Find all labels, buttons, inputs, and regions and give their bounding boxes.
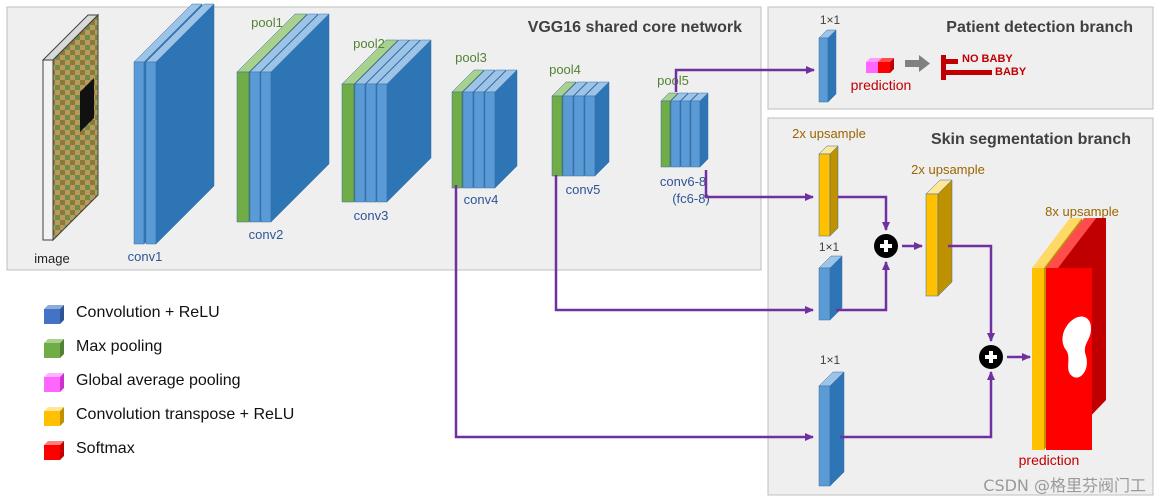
pool2-label: pool2: [353, 36, 385, 51]
legend-item-conv-relu: Convolution + ReLU: [42, 300, 372, 334]
conv1-slab-2: [145, 3, 215, 245]
legend-item-softmax: Softmax: [42, 436, 372, 470]
detect-1x1-slab: [818, 29, 837, 103]
connections: [454, 66, 1031, 441]
core-panel-title: VGG16 shared core network: [528, 19, 742, 36]
pool3-label: pool3: [455, 50, 487, 65]
detect-panel-title: Patient detection branch: [946, 19, 1133, 36]
seg-1x1-a-slab: [818, 255, 843, 321]
seg-1x1-a-label: 1×1: [819, 240, 840, 254]
red-cube-icon: [44, 441, 64, 460]
pool4-to-1x1-arrow: [554, 175, 814, 314]
upsample-2x-b-slab: [925, 179, 953, 297]
pool5-to-detect-arrow: [674, 66, 815, 92]
legend-item-conv-transpose: Convolution transpose + ReLU: [42, 402, 372, 436]
softmax-output: [1032, 218, 1106, 450]
fc6-8-label: (fc6-8): [672, 191, 710, 206]
baby-silhouette-icon: [1062, 316, 1092, 378]
add-node-1: [874, 234, 898, 258]
green-cube-icon: [44, 339, 64, 358]
yellow-cube-icon: [44, 407, 64, 426]
conv1-label: conv1: [128, 249, 163, 264]
1x1-to-add1-arrow: [836, 261, 890, 312]
conv2-slab-2: [260, 13, 330, 223]
legend-label: Softmax: [76, 440, 135, 457]
global-avg-pool-cube: [866, 58, 894, 73]
legend-item-global-avg-pooling: Global average pooling: [42, 368, 372, 402]
conv2-label: conv2: [249, 227, 284, 242]
conv8-slab: [690, 92, 709, 168]
output-bar-icon: [941, 55, 992, 80]
1x1-to-add2-arrow: [840, 371, 995, 439]
legend-label: Max pooling: [76, 338, 163, 355]
upsample-8x-label: 8x upsample: [1045, 204, 1119, 219]
legend: Convolution + ReLU Max pooling Global av…: [42, 300, 372, 470]
seg-1x1-b-slab: [818, 371, 845, 487]
blue-cube-icon: [44, 305, 64, 324]
image-label: image: [34, 251, 69, 266]
no-baby-label: NO BABY: [962, 53, 1013, 65]
pool3-to-1x1-arrow: [454, 185, 814, 441]
seg-panel-title: Skin segmentation branch: [931, 131, 1131, 148]
legend-label: Global average pooling: [76, 372, 241, 389]
legend-item-max-pooling: Max pooling: [42, 334, 372, 368]
detect-prediction-label: prediction: [851, 77, 912, 93]
pool5-label: pool5: [657, 73, 689, 88]
legend-label: Convolution transpose + ReLU: [76, 406, 295, 423]
conv3-label: conv3: [354, 208, 389, 223]
gray-arrow-icon: [905, 55, 930, 72]
upsample-2x-a-label: 2x upsample: [792, 126, 866, 141]
conv3-slab-3: [376, 39, 432, 203]
seg-prediction-label: prediction: [1019, 452, 1080, 468]
upsample-2x-a-slab: [818, 145, 839, 237]
conv6-to-upsample-arrow: [704, 170, 814, 201]
pool4-label: pool4: [549, 62, 581, 77]
upsample-to-add1-arrow: [838, 195, 890, 231]
baby-label: BABY: [995, 66, 1027, 78]
conv4-label: conv4: [464, 192, 499, 207]
conv5-slab-3: [584, 81, 610, 177]
conv5-label: conv5: [566, 182, 601, 197]
watermark: CSDN @格里芬阀门工: [983, 476, 1146, 495]
pool1-label: pool1: [251, 15, 283, 30]
seg-1x1-b-label: 1×1: [820, 353, 841, 367]
conv4-slab-3: [484, 69, 518, 189]
add-node-2: [979, 345, 1003, 369]
conv6-8-label: conv6-8: [660, 174, 706, 189]
magenta-cube-icon: [44, 373, 64, 392]
upsample-2x-b-label: 2x upsample: [911, 162, 985, 177]
legend-label: Convolution + ReLU: [76, 304, 220, 321]
upsample2-to-add2-arrow: [948, 244, 995, 342]
input-image: [41, 13, 100, 242]
detect-1x1-label: 1×1: [820, 13, 841, 27]
